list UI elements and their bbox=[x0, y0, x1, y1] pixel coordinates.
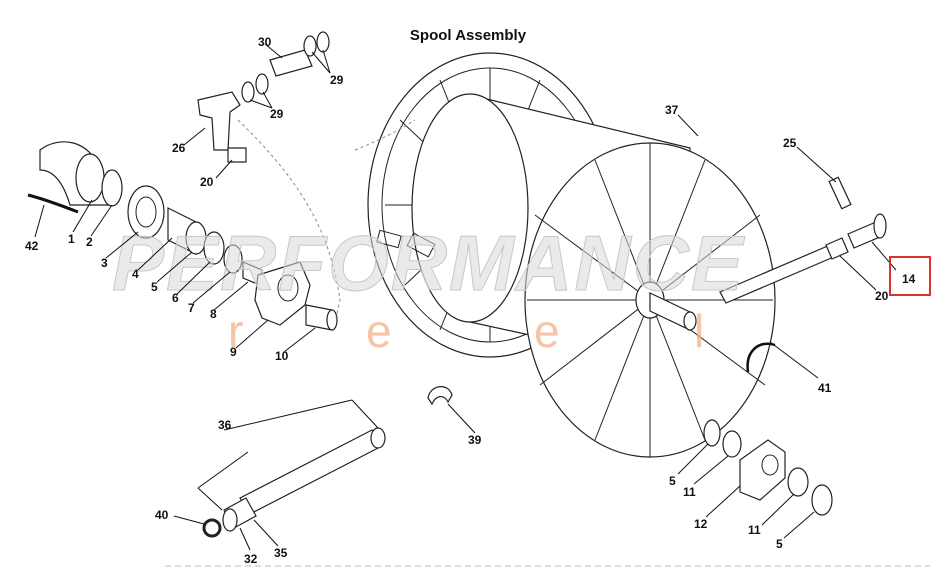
label-7: 7 bbox=[188, 301, 195, 315]
part-26-swivel-elbow bbox=[197, 91, 241, 151]
part-32-coupling-end bbox=[222, 508, 238, 532]
label-25: 25 bbox=[783, 136, 797, 150]
label-20-right: 20 bbox=[875, 289, 889, 303]
part-7-ring bbox=[223, 244, 243, 274]
watermark-letter-1: r bbox=[228, 305, 243, 357]
part-29-clamp-b bbox=[255, 73, 269, 95]
part-29-clamp-c bbox=[303, 35, 317, 57]
part-20-sleeve-right bbox=[825, 237, 849, 260]
spool-front-shaft-end bbox=[683, 311, 697, 331]
part-39-clamp bbox=[427, 386, 453, 406]
part-25-key bbox=[828, 176, 852, 210]
part-14-flange bbox=[873, 213, 887, 239]
label-30: 30 bbox=[258, 35, 272, 49]
part-40-o-ring bbox=[202, 518, 222, 538]
part-3-flange bbox=[127, 185, 165, 239]
label-32: 32 bbox=[244, 552, 258, 566]
label-6: 6 bbox=[172, 291, 179, 305]
part-2-ring bbox=[101, 169, 123, 207]
label-8: 8 bbox=[210, 307, 217, 321]
part-1-flange bbox=[75, 153, 105, 203]
spool-cylinder-end bbox=[411, 93, 529, 323]
part-11-ring-lower-b bbox=[787, 467, 809, 497]
leader-lines bbox=[34, 43, 897, 551]
part-5-ring-lower-a bbox=[703, 419, 721, 447]
drum-slot-2 bbox=[376, 229, 402, 249]
label-14: 14 bbox=[902, 272, 916, 286]
part-9-bearing-block bbox=[254, 261, 311, 326]
part-6-ring bbox=[203, 231, 225, 265]
label-9: 9 bbox=[230, 345, 237, 359]
hose-routing-dash bbox=[237, 119, 341, 319]
hose-routing-dash-2 bbox=[354, 119, 416, 151]
label-29-mid: 29 bbox=[270, 107, 284, 121]
watermark-letter-4: l bbox=[694, 305, 704, 357]
part-12-bore bbox=[761, 454, 779, 476]
part-30-hose bbox=[269, 49, 313, 77]
label-12: 12 bbox=[694, 517, 708, 531]
part-29-clamp-d bbox=[316, 31, 330, 53]
label-35: 35 bbox=[274, 546, 288, 560]
spool-drum bbox=[367, 52, 837, 458]
label-5-left: 5 bbox=[151, 280, 158, 294]
watermark-letter-2: e bbox=[366, 305, 392, 357]
part-9-bore bbox=[277, 274, 299, 302]
label-11-right-b: 11 bbox=[748, 523, 761, 537]
label-5-right-a: 5 bbox=[669, 474, 676, 488]
part-11-ring-lower-a bbox=[722, 430, 742, 458]
label-39: 39 bbox=[468, 433, 482, 447]
label-40: 40 bbox=[155, 508, 169, 522]
part-42-hose bbox=[27, 193, 79, 214]
part-36-hose-end bbox=[370, 427, 386, 449]
label-4: 4 bbox=[132, 267, 139, 281]
label-2: 2 bbox=[86, 235, 93, 249]
part-20-sleeve-left bbox=[227, 147, 247, 163]
label-5-right-b: 5 bbox=[776, 537, 783, 551]
drum-slot bbox=[406, 232, 436, 258]
label-1: 1 bbox=[68, 232, 75, 246]
part-29-clamp-a bbox=[241, 81, 255, 103]
label-36: 36 bbox=[218, 418, 232, 432]
diagram-title: Spool Assembly bbox=[410, 27, 527, 44]
watermark-brand: PERFORMANCE bbox=[112, 219, 745, 307]
label-37: 37 bbox=[665, 103, 679, 117]
part-labels: 30 29 29 26 20 42 1 2 3 4 5 6 7 8 9 10 3… bbox=[25, 35, 916, 566]
label-10: 10 bbox=[275, 349, 289, 363]
label-20-left: 20 bbox=[200, 175, 214, 189]
label-11-right-a: 11 bbox=[683, 485, 696, 499]
label-26: 26 bbox=[172, 141, 186, 155]
part-41-cable bbox=[746, 342, 776, 373]
part-10-end bbox=[326, 309, 338, 331]
highlight-box-14 bbox=[889, 256, 931, 296]
part-3-bore bbox=[135, 196, 157, 228]
label-29-top: 29 bbox=[330, 73, 344, 87]
watermark-letter-3: e bbox=[534, 305, 560, 357]
label-42: 42 bbox=[25, 239, 39, 253]
label-3: 3 bbox=[101, 256, 108, 270]
part-36-hose bbox=[239, 429, 383, 515]
part-5-ring-lower-b bbox=[811, 484, 833, 516]
label-41: 41 bbox=[818, 381, 832, 395]
